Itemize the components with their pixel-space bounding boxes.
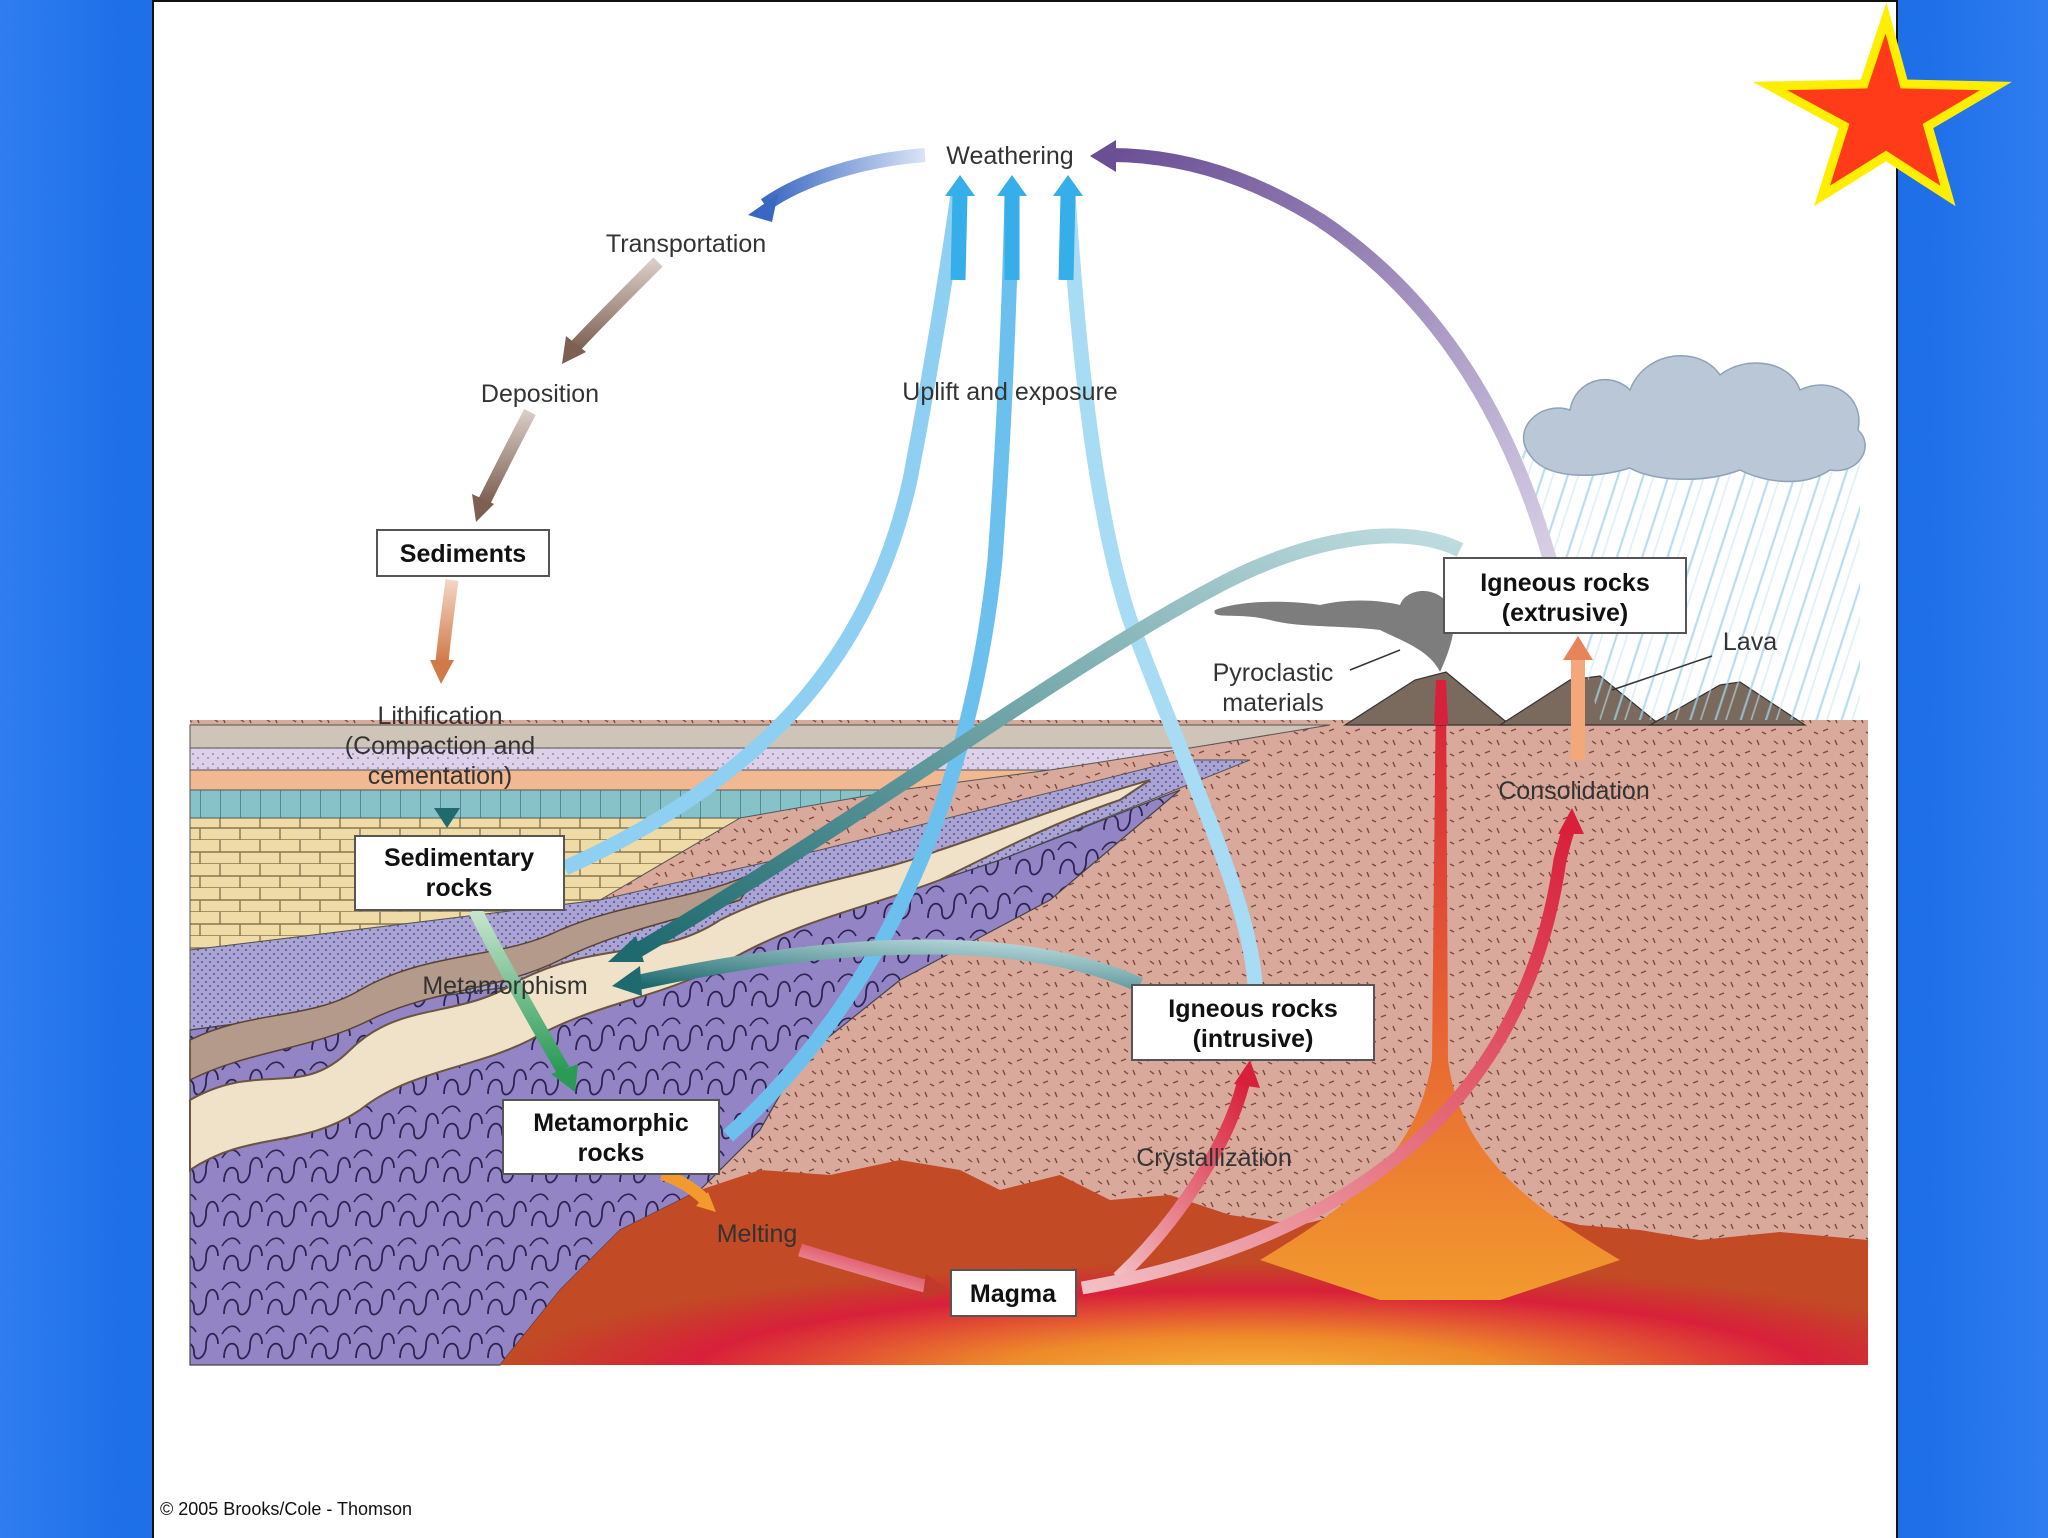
arrowhead bbox=[612, 966, 642, 996]
box-sediments: Sediments bbox=[376, 529, 550, 577]
arrowhead bbox=[1563, 636, 1593, 660]
label-lithification-3: cementation) bbox=[368, 762, 513, 790]
pyroclastic-leader bbox=[1349, 649, 1401, 671]
magma-conduit bbox=[1260, 680, 1620, 1300]
box-intrusive-label-2: (intrusive) bbox=[1193, 1025, 1314, 1053]
lava-flow bbox=[1434, 680, 1448, 725]
rain-streaks bbox=[1520, 450, 1860, 720]
box-igneous-intrusive: Igneous rocks (intrusive) bbox=[1131, 984, 1375, 1061]
label-pyroclastic-2: materials bbox=[1222, 689, 1323, 717]
arrow-deposition-to-sediments bbox=[478, 408, 536, 505]
box-intrusive-label-1: Igneous rocks bbox=[1168, 995, 1338, 1023]
arrow-weathering-to-transportation bbox=[760, 148, 926, 211]
box-sedimentary-label-2: rocks bbox=[426, 874, 493, 902]
arrowhead bbox=[696, 1192, 716, 1212]
arrow-transportation-to-deposition bbox=[567, 257, 663, 355]
arrowhead bbox=[562, 336, 586, 364]
label-weathering: Weathering bbox=[946, 142, 1073, 170]
arrowhead bbox=[430, 660, 454, 684]
label-melting: Melting bbox=[717, 1220, 798, 1248]
arrowhead bbox=[608, 936, 644, 962]
uplift-arrow-top-left bbox=[950, 194, 968, 281]
arrowhead bbox=[997, 175, 1027, 196]
volcanic-smoke bbox=[1214, 590, 1455, 672]
label-lithification-2: (Compaction and bbox=[345, 732, 535, 760]
arrowhead bbox=[748, 194, 778, 222]
arrowhead bbox=[472, 494, 494, 522]
box-sediments-label: Sediments bbox=[400, 540, 526, 568]
lava-leader bbox=[1611, 655, 1713, 691]
label-uplift: Uplift and exposure bbox=[902, 378, 1117, 406]
box-extrusive-label-2: (extrusive) bbox=[1502, 599, 1628, 627]
box-sedimentary-label-1: Sedimentary bbox=[384, 844, 534, 872]
label-lithification-1: Lithification bbox=[377, 702, 502, 730]
arrow-extrusive-to-weathering bbox=[1109, 148, 1557, 562]
arrowhead bbox=[1558, 808, 1584, 834]
uplift-arrow-right bbox=[1060, 194, 1263, 986]
rain-cloud bbox=[1520, 354, 1866, 720]
arrow-melting-to-magma bbox=[798, 1243, 927, 1293]
label-lava: Lava bbox=[1723, 628, 1777, 656]
arrowhead bbox=[434, 808, 460, 828]
arrows bbox=[430, 140, 1593, 1300]
cloud bbox=[1522, 354, 1866, 483]
sediment-layer-lilac bbox=[189, 747, 1191, 771]
box-magma-label: Magma bbox=[970, 1280, 1057, 1308]
label-deposition: Deposition bbox=[481, 380, 599, 408]
box-extrusive-label-1: Igneous rocks bbox=[1480, 569, 1650, 597]
arrowhead bbox=[1053, 175, 1083, 196]
arrow-extrusive-to-metamorphism bbox=[631, 528, 1464, 959]
arrowhead bbox=[922, 1274, 948, 1300]
label-crystallization: Crystallization bbox=[1136, 1144, 1292, 1172]
arrow-sedimentary-to-metamorphic bbox=[468, 906, 570, 1074]
box-sedimentary-rocks: Sedimentary rocks bbox=[354, 835, 565, 911]
label-transportation: Transportation bbox=[606, 230, 766, 258]
copyright-text: © 2005 Brooks/Cole - Thomson bbox=[160, 1499, 412, 1519]
arrow-intrusive-to-metamorphism bbox=[638, 939, 1144, 992]
box-igneous-extrusive: Igneous rocks (extrusive) bbox=[1443, 557, 1687, 634]
arrowhead bbox=[1234, 1060, 1260, 1088]
arrowhead bbox=[945, 175, 975, 196]
box-metamorphic-label-2: rocks bbox=[578, 1139, 645, 1167]
uplift-arrow-middle bbox=[722, 194, 1020, 1142]
process-labels: Weathering Transportation Deposition Upl… bbox=[345, 142, 1777, 1248]
arrow-magma-to-consolidation bbox=[1080, 823, 1576, 1295]
volcano-1 bbox=[1342, 671, 1512, 726]
arrowhead bbox=[1090, 140, 1116, 172]
uplift-arrow-left bbox=[561, 193, 966, 875]
label-metamorphism: Metamorphism bbox=[422, 972, 587, 1000]
arrow-magma-to-intrusive bbox=[1113, 1078, 1251, 1283]
arrowhead bbox=[551, 1064, 578, 1092]
arrow-metamorphic-to-melting bbox=[659, 1168, 710, 1205]
label-pyroclastic-1: Pyroclastic bbox=[1213, 659, 1334, 687]
arrow-sediments-to-lithification bbox=[435, 579, 459, 663]
box-metamorphic-rocks: Metamorphic rocks bbox=[502, 1099, 720, 1175]
uplift-arrow-top-right bbox=[1058, 194, 1076, 281]
box-magma: Magma bbox=[950, 1269, 1077, 1317]
label-consolidation: Consolidation bbox=[1498, 777, 1650, 805]
box-metamorphic-label-1: Metamorphic bbox=[533, 1109, 689, 1137]
star-icon bbox=[1752, 2, 2012, 207]
